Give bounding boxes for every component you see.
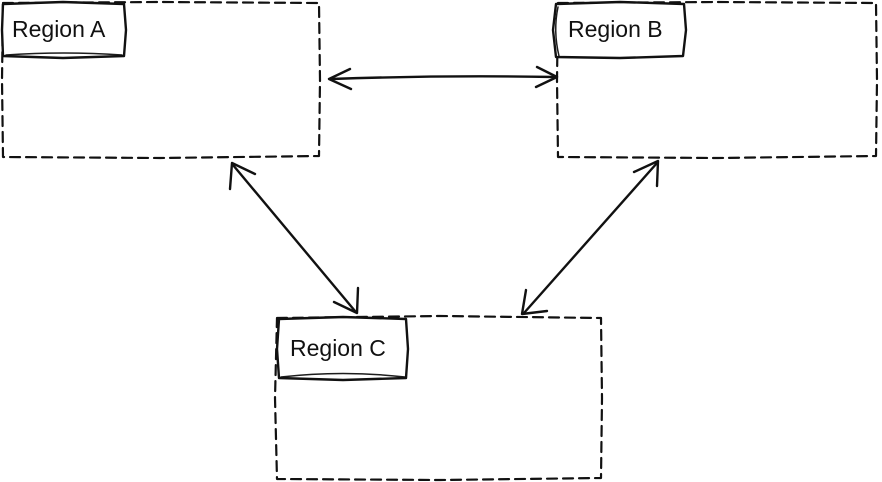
region-c-frame[interactable] bbox=[273, 314, 604, 482]
region-a-label: Region A bbox=[12, 16, 106, 42]
region-a-label-box-shadow bbox=[5, 52, 123, 56]
connector-a-b-arrowhead-right bbox=[534, 65, 559, 89]
region-c-label-box[interactable] bbox=[275, 315, 410, 382]
region-c-group[interactable]: Region C bbox=[273, 314, 604, 482]
region-b-frame[interactable] bbox=[555, 0, 879, 160]
region-b-label-box[interactable] bbox=[551, 0, 688, 60]
region-c-label-box-shadow bbox=[280, 372, 406, 378]
connector-b-c[interactable] bbox=[520, 159, 660, 316]
connector-b-c-arrowhead-bottom bbox=[520, 288, 549, 316]
connector-a-b[interactable] bbox=[327, 65, 559, 91]
connector-a-c-arrowhead-top bbox=[228, 161, 257, 191]
region-c-label-box-group[interactable]: Region C bbox=[275, 315, 410, 382]
connector-a-c[interactable] bbox=[228, 161, 360, 315]
connector-b-c-arrowhead-top bbox=[632, 159, 660, 188]
region-b-label-box-shadow bbox=[555, 6, 560, 57]
region-b-label-box-group[interactable]: Region B bbox=[551, 0, 688, 60]
region-b-label: Region B bbox=[568, 16, 663, 42]
region-b-group[interactable]: Region B bbox=[551, 0, 879, 160]
connector-a-c-arrowhead-bottom bbox=[332, 286, 360, 315]
connector-a-b-arrowhead-left bbox=[327, 67, 353, 91]
region-a-label-box-group[interactable]: Region A bbox=[0, 0, 128, 60]
region-a-frame[interactable] bbox=[0, 0, 322, 160]
connector-b-c-line[interactable] bbox=[522, 161, 659, 315]
region-a-label-box[interactable] bbox=[0, 0, 128, 60]
region-c-label: Region C bbox=[290, 335, 386, 361]
connector-a-c-line[interactable] bbox=[231, 163, 357, 313]
region-a-group[interactable]: Region A bbox=[0, 0, 322, 160]
connector-a-b-line[interactable] bbox=[329, 75, 557, 81]
